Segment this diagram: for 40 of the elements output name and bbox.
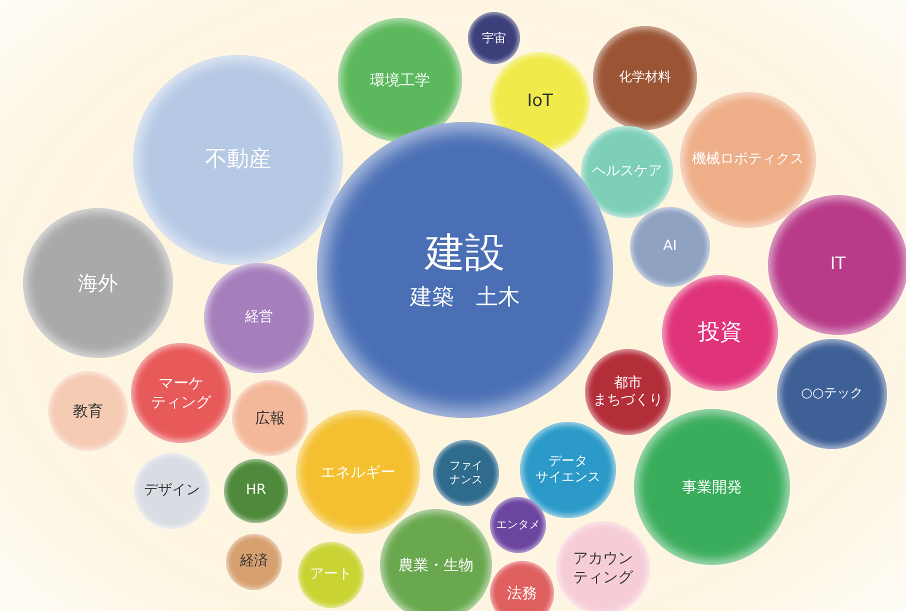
bubble-label: 投資 xyxy=(698,319,742,347)
bubble-label: ファイナンス xyxy=(450,459,482,487)
bubble-label: IT xyxy=(830,254,846,276)
topic-bubble xyxy=(468,12,520,64)
topic-bubble xyxy=(556,521,650,611)
bubble-label: エネルギー xyxy=(320,462,396,482)
bubble-label: 農業・生物 xyxy=(398,556,474,574)
bubble-label: IoT xyxy=(527,91,553,113)
topic-bubble xyxy=(380,509,492,611)
bubble-label: 機械ロボティクス xyxy=(692,151,804,169)
bubble-label: 化学材料 xyxy=(619,70,671,86)
bubble-label: エンタメ xyxy=(496,518,540,532)
bubble-label: 都市まちづくり xyxy=(593,374,663,410)
bubble-subtitle: 建築 土木 xyxy=(410,284,520,312)
bubble-label: アカウンティング xyxy=(573,549,633,587)
bubble-label: 教育 xyxy=(73,402,103,420)
bubble-label: 経営 xyxy=(245,309,273,327)
bubble-label: アート xyxy=(310,566,352,584)
bubble-label: 環境工学 xyxy=(370,70,430,90)
bubble-label: ヘルスケア xyxy=(592,163,662,181)
topic-bubble xyxy=(581,126,673,218)
bubble-label: 建設 xyxy=(425,229,505,278)
topic-bubble xyxy=(490,497,546,553)
topic-bubble xyxy=(630,207,710,287)
bubble-label: マーケティング xyxy=(151,374,211,412)
bubble-label: HR xyxy=(246,482,266,500)
topic-bubble xyxy=(232,380,308,456)
bubble-label: AI xyxy=(663,238,677,256)
bubble-label: 広報 xyxy=(255,408,285,428)
bubble-label: 法務 xyxy=(507,584,537,602)
bubble-label: 宇宙 xyxy=(482,30,506,46)
topic-bubble xyxy=(490,561,554,611)
bubble-label: 経済 xyxy=(240,553,268,571)
bubble-label: ○○テック xyxy=(801,386,863,402)
bubble-label: 不動産 xyxy=(205,146,271,174)
bubble-label: 海外 xyxy=(78,270,118,296)
topic-bubble xyxy=(585,349,671,435)
bubble-label: 事業開発 xyxy=(682,478,742,496)
bubble-label: デザイン xyxy=(144,482,200,500)
bubble-label: データサイエンス xyxy=(536,454,600,486)
